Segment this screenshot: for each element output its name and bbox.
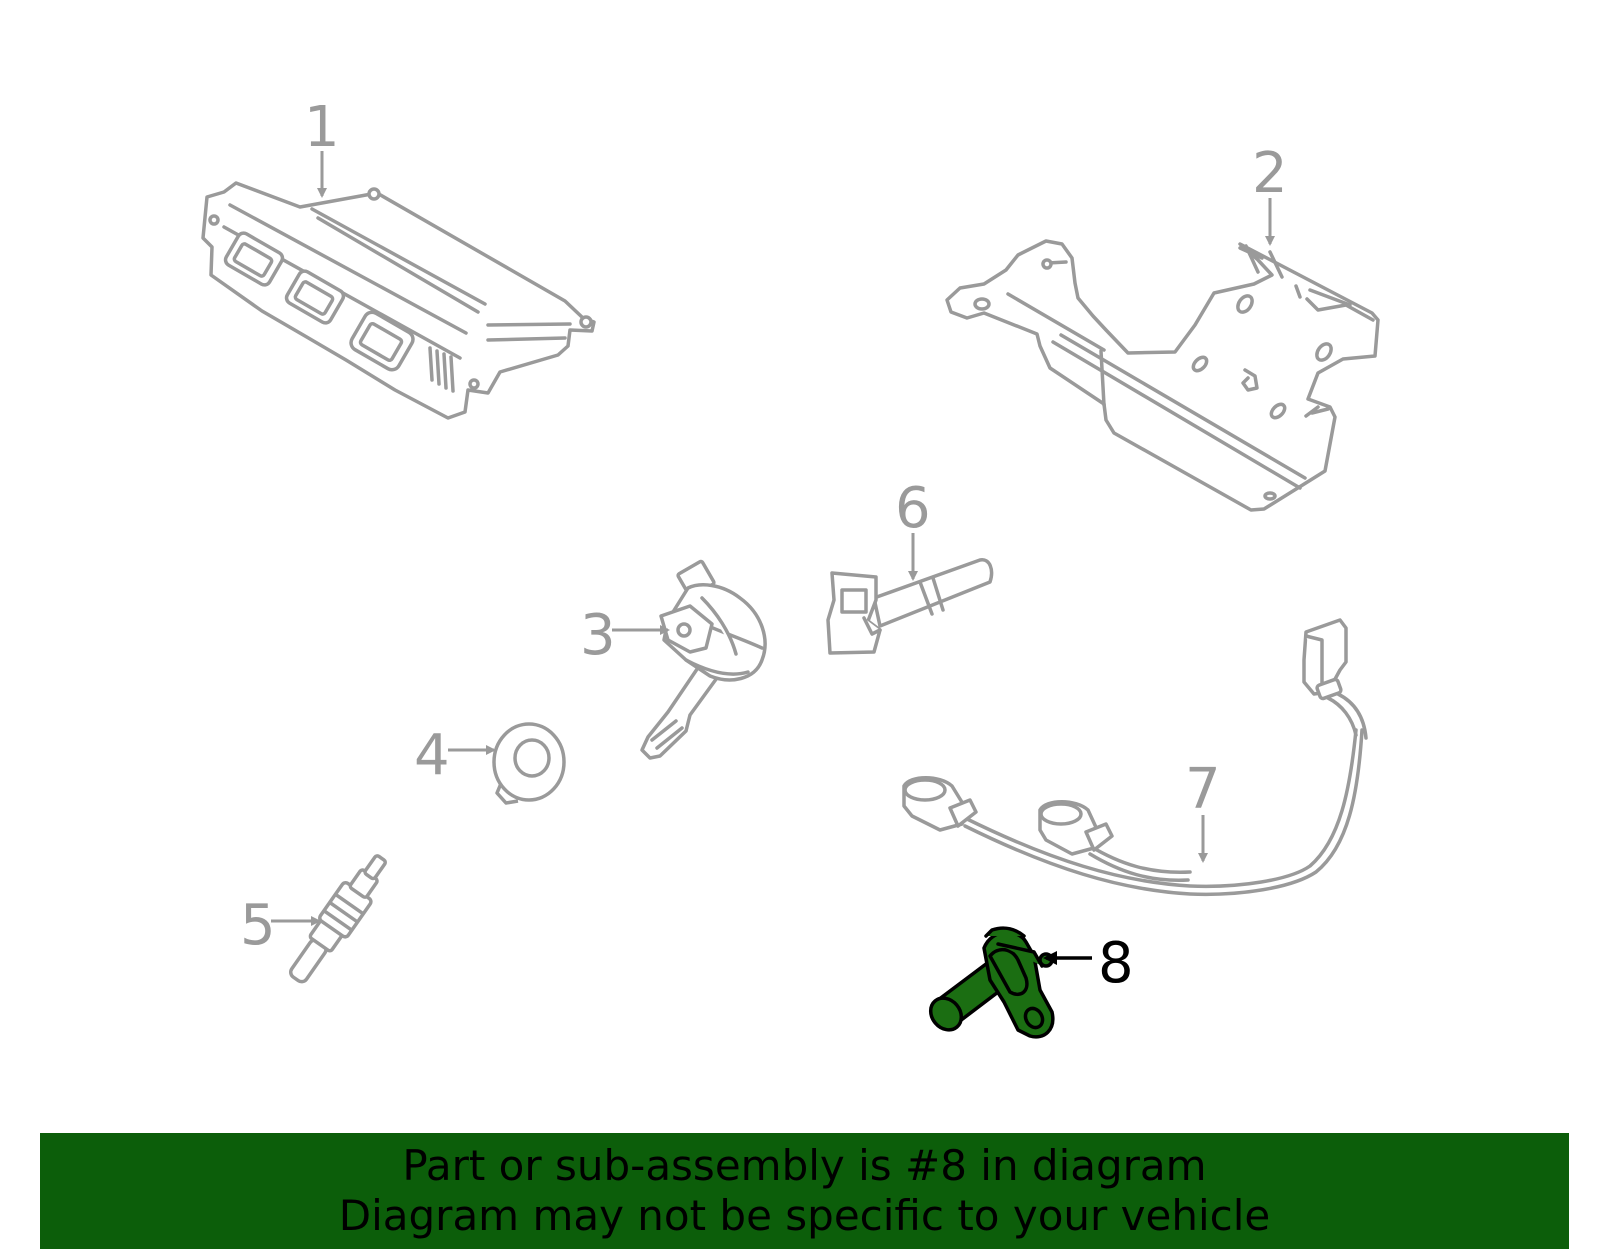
banner-line-disclaimer: Diagram may not be specific to your vehi…: [338, 1191, 1271, 1240]
sensor-icon[interactable]: [826, 558, 994, 655]
ignition-coil-icon[interactable]: [640, 559, 767, 760]
callout-6-number: 6: [895, 476, 931, 541]
callout-4-number: 4: [414, 723, 450, 788]
crankshaft-position-sensor-icon[interactable]: [924, 926, 1055, 1039]
callout-1-number: 1: [304, 95, 340, 160]
spark-plug-icon[interactable]: [283, 848, 396, 989]
callout-3-number: 3: [580, 603, 616, 668]
banner-line-part: Part or sub-assembly is #8 in diagram: [402, 1141, 1207, 1190]
callout-7-number: 7: [1185, 757, 1221, 822]
mounting-bracket-icon[interactable]: [945, 239, 1380, 512]
info-banner: Part or sub-assembly is #8 in diagram Di…: [40, 1133, 1569, 1249]
callout-5-number: 5: [240, 893, 276, 958]
callout-2-number: 2: [1252, 141, 1288, 206]
knock-sensor-harness-icon[interactable]: [902, 618, 1368, 897]
grommet-icon[interactable]: [492, 722, 566, 805]
engine-control-module-icon[interactable]: [201, 181, 596, 420]
callout-8-number: 8: [1098, 931, 1134, 996]
